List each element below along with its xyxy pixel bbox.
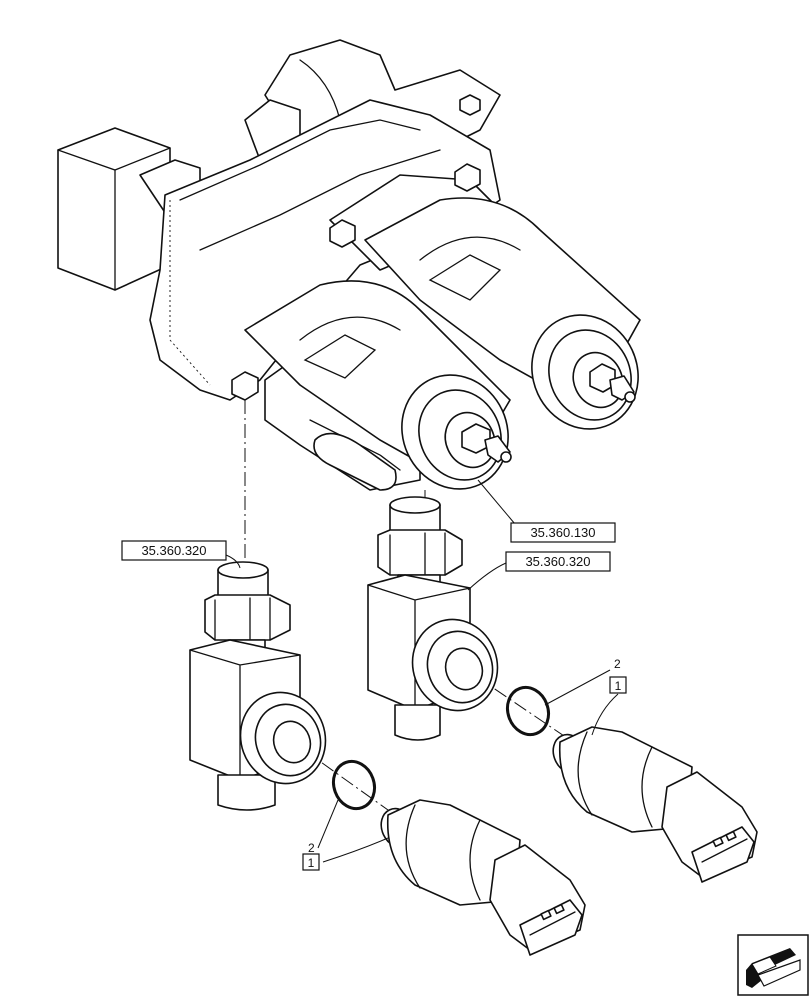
reference-label-right-fitting[interactable]: 35.360.320 [505, 551, 611, 572]
callout-2-left: 2 [308, 841, 315, 855]
fitting-left [189, 561, 327, 811]
fitting-right [367, 496, 499, 741]
centerline-right-sensor [454, 661, 571, 741]
solenoid-valve-assembly [57, 39, 641, 491]
o-ring-right [505, 685, 551, 737]
o-ring-left [331, 759, 377, 811]
pressure-sensor-left [380, 799, 586, 956]
leader-2-right [544, 669, 611, 706]
callout-2-right: 2 [614, 657, 621, 671]
leader-1-right [591, 693, 619, 736]
svg-text:35.360.320: 35.360.320 [525, 554, 590, 569]
arrow-icon[interactable] [737, 934, 809, 996]
leader-2-left [317, 799, 339, 849]
pressure-sensor-right [552, 726, 758, 883]
centerline-left-sensor [282, 734, 396, 816]
leader-ref-valve [477, 479, 521, 531]
leader-ref-left [225, 554, 241, 569]
reference-label-valve[interactable]: 35.360.130 [510, 522, 616, 543]
leader-1-left [322, 837, 389, 863]
leader-ref-right [467, 562, 507, 591]
callout-1-left: 1 [302, 853, 320, 871]
reference-label-left-fitting[interactable]: 35.360.320 [121, 540, 227, 561]
svg-text:35.360.130: 35.360.130 [530, 525, 595, 540]
svg-text:1: 1 [615, 679, 622, 693]
svg-text:1: 1 [308, 856, 315, 870]
callout-1-right: 1 [609, 676, 627, 694]
svg-text:35.360.320: 35.360.320 [141, 543, 206, 558]
